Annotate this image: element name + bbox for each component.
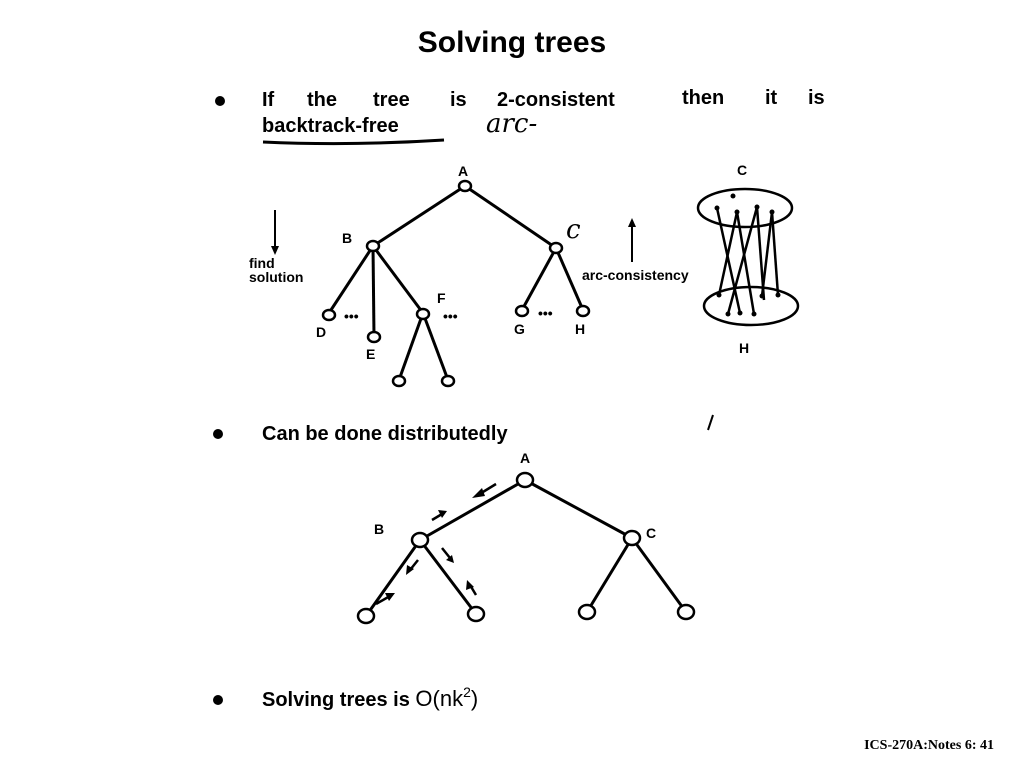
domain-label-h: H — [739, 340, 749, 356]
domain-constraint-lines — [715, 206, 780, 315]
label-a: A — [458, 163, 468, 179]
node-e — [366, 330, 382, 344]
find-solution-line2: solution — [249, 269, 303, 285]
label-g: G — [514, 321, 525, 337]
node2-rl — [577, 603, 597, 621]
node-h — [575, 304, 591, 318]
label2-a: A — [520, 450, 530, 466]
find-solution-line1: find — [249, 255, 275, 271]
node-c — [548, 241, 564, 255]
find-solution-arrowhead — [271, 246, 279, 255]
bullet3-math: O(nk — [415, 686, 464, 711]
arc-consistency-label: arc-consistency — [582, 267, 689, 283]
handwritten-arc: arc- — [486, 109, 537, 139]
dots-f: ••• — [443, 308, 458, 324]
domain-ellipse-h — [702, 285, 800, 327]
diagram2-tree — [364, 478, 688, 617]
node2-c — [622, 529, 642, 547]
domain-values — [714, 193, 781, 317]
diagram2-nodes — [356, 471, 696, 625]
bullet1-word-if: If — [262, 89, 275, 111]
diagram1-nodes — [321, 179, 591, 388]
arc-consistency-arrowhead — [628, 218, 636, 227]
node-a — [457, 179, 473, 193]
node-g — [514, 304, 530, 318]
node2-lr — [466, 605, 486, 623]
bullet3-prefix: Solving trees is — [262, 689, 415, 711]
label-h: H — [575, 321, 585, 337]
node2-b — [410, 531, 430, 549]
node-b — [365, 239, 381, 253]
label-f: F — [437, 290, 446, 306]
node-d — [321, 308, 337, 322]
bullet1-word-it: it — [765, 87, 778, 109]
bullet1-backtrack-free: backtrack-free — [262, 115, 399, 137]
diagram1-tree — [327, 184, 585, 381]
bullet-dot-3 — [213, 695, 223, 705]
dots-db: ••• — [344, 308, 359, 324]
bullet1-word-tree: tree — [373, 89, 410, 111]
bullet1-word-2consistent: 2-consistent — [497, 89, 615, 111]
message-arrows — [375, 482, 497, 606]
dots-gh: ••• — [538, 305, 553, 321]
label-c-handwritten: c — [566, 215, 581, 245]
label2-b: B — [374, 521, 384, 537]
bullet-dot-1 — [215, 96, 225, 106]
bullet3-close: ) — [471, 686, 478, 711]
bullet3-text: Solving trees is O(nk2) — [262, 684, 478, 711]
stray-mark — [707, 414, 714, 431]
label2-c: C — [646, 525, 656, 541]
bullet1-word-is: is — [450, 89, 467, 111]
bullet2-text: Can be done distributedly — [262, 423, 508, 445]
bullet1-word-is2: is — [808, 87, 825, 109]
bullet1-word-the: the — [307, 89, 337, 111]
bullet-dot-2 — [213, 429, 223, 439]
domain-label-c: C — [737, 162, 747, 178]
node-f-right — [440, 374, 456, 388]
label-b: B — [342, 230, 352, 246]
label-d: D — [316, 324, 326, 340]
node2-rr — [676, 603, 696, 621]
bullet1-word-then: then — [682, 87, 724, 109]
node-f-left — [391, 374, 407, 388]
slide-footer: ICS-270A:Notes 6: 41 — [864, 738, 994, 753]
node2-ll — [356, 607, 376, 625]
node2-a — [515, 471, 535, 489]
label-e: E — [366, 346, 375, 362]
underline-stroke — [262, 138, 445, 146]
bullet3-sup: 2 — [463, 684, 471, 700]
node-f — [415, 307, 431, 321]
slide-title: Solving trees — [417, 26, 607, 59]
domain-ellipse-c — [696, 187, 794, 229]
